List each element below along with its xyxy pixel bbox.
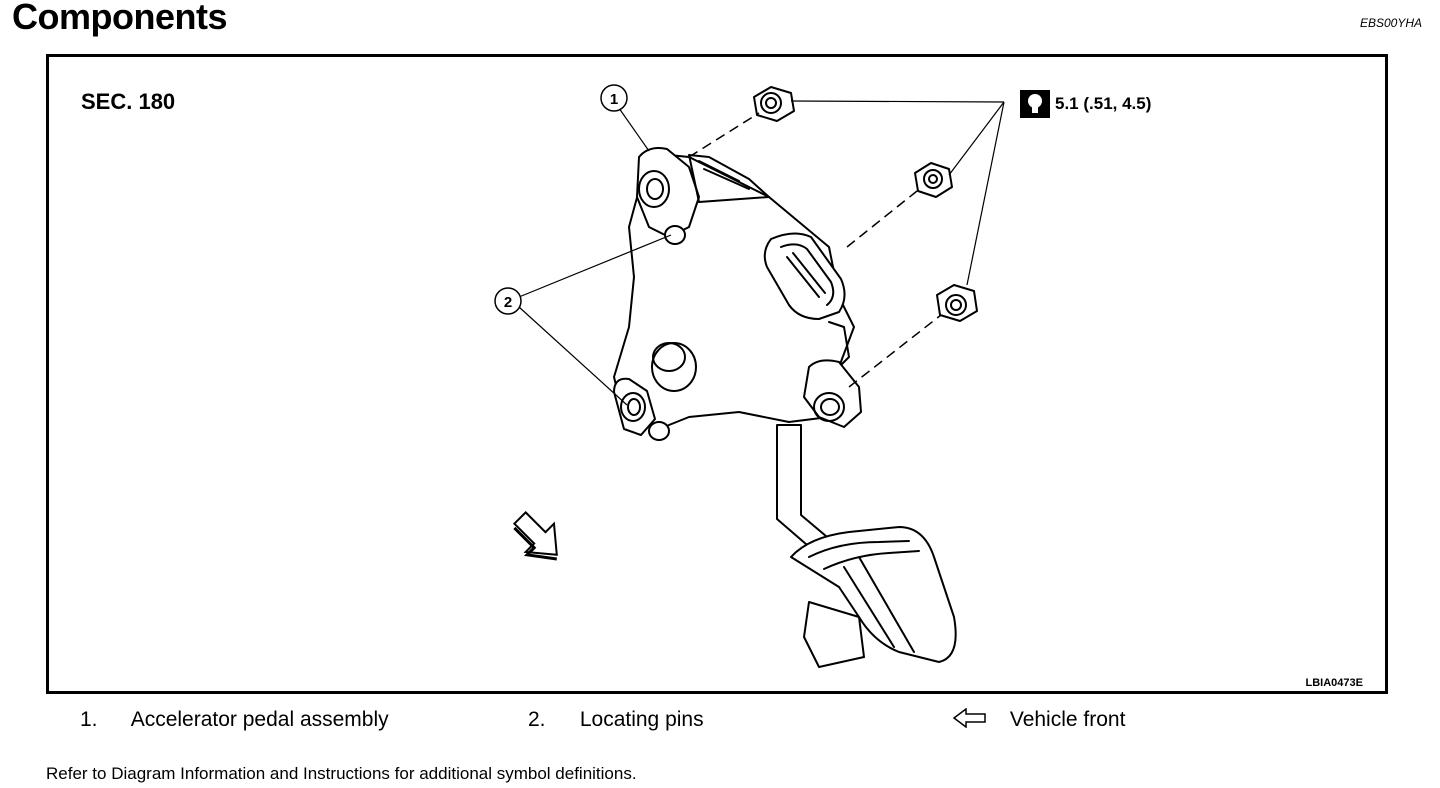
legend-text: Locating pins bbox=[579, 708, 704, 731]
section-label: SEC. 180 bbox=[81, 89, 176, 114]
legend-text: Accelerator pedal assembly bbox=[130, 708, 389, 731]
torque-spec: 5.1 (.51, 4.5) bbox=[1055, 94, 1152, 113]
front-arrow-icon bbox=[512, 510, 558, 561]
pedal-pad bbox=[790, 526, 957, 663]
legend-item-1: 1. Accelerator pedal assembly bbox=[80, 708, 389, 732]
nut-bottom bbox=[936, 284, 978, 322]
electrical-connector bbox=[763, 232, 846, 320]
legend-number: 1. bbox=[80, 708, 98, 731]
legend-item-2: 2. Locating pins bbox=[528, 708, 704, 732]
torque-wrench-icon bbox=[1020, 90, 1050, 118]
pedal-illustration: 1 2 bbox=[494, 84, 1050, 668]
nut-top bbox=[753, 86, 795, 122]
component-diagram: 1 2 SEC. 180 5.1 (.51, 4.5) LBIA0473E bbox=[46, 54, 1388, 694]
nut-middle bbox=[914, 162, 953, 198]
legend-text: Vehicle front bbox=[1009, 708, 1126, 731]
svg-text:2: 2 bbox=[504, 294, 512, 311]
footer-note: Refer to Diagram Information and Instruc… bbox=[46, 764, 637, 783]
svg-text:1: 1 bbox=[610, 91, 618, 108]
callout-1: 1 bbox=[600, 84, 628, 112]
callout-2: 2 bbox=[494, 287, 522, 315]
legend-item-front: Vehicle front bbox=[952, 707, 1126, 732]
front-arrow-icon bbox=[952, 707, 1004, 732]
reference-code: EBS00YHA bbox=[1359, 16, 1422, 30]
image-id: LBIA0473E bbox=[1305, 677, 1363, 689]
page-title: Components bbox=[12, 0, 228, 37]
legend-number: 2. bbox=[528, 708, 546, 731]
